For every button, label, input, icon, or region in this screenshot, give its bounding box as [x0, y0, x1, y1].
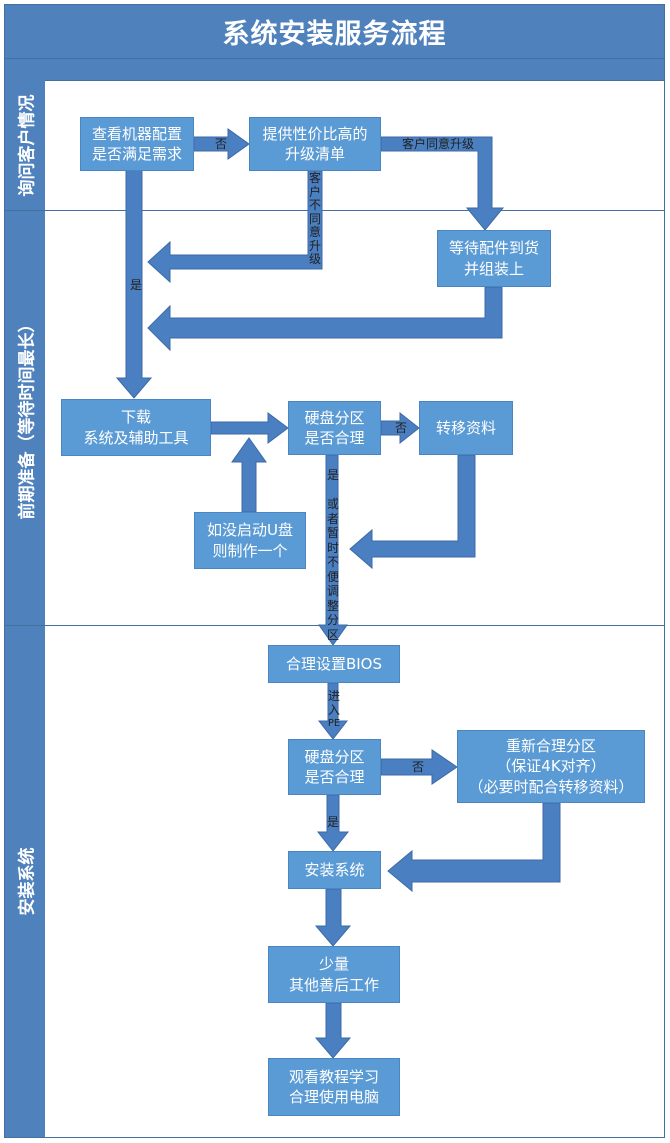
- box-text: 则制作一个: [212, 541, 288, 560]
- label-no: 否: [412, 760, 425, 774]
- box-text: （必要时配合转移资料）: [468, 777, 634, 796]
- box-transfer-data: 转移资料: [419, 401, 513, 455]
- label-no: 否: [215, 137, 228, 151]
- box-install-system: 安装系统: [288, 851, 381, 889]
- box-text: 系统及辅助工具: [83, 428, 189, 447]
- box-text: 硬盘分区: [304, 747, 365, 766]
- label-yes-or-later: 是或者暂时不便调整分区: [326, 468, 339, 642]
- arrow-yes-to-install: [316, 794, 350, 852]
- arrow-yes-to-bios: [318, 454, 348, 646]
- label-customer-agree: 客户同意升级: [402, 137, 475, 151]
- lane-column: [5, 80, 45, 1137]
- box-text: 其他善后工作: [288, 975, 379, 994]
- header-subbar: [5, 58, 664, 80]
- label-customer-disagree: 客户不同意升级: [308, 171, 321, 266]
- label-yes: 是: [130, 278, 143, 292]
- lane-separator: [5, 210, 45, 211]
- box-bios: 合理设置BIOS: [268, 645, 400, 683]
- box-text: 并组装上: [463, 259, 524, 278]
- arrow-transfer-back: [349, 454, 476, 570]
- box-upgrade-list: 提供性价比高的 升级清单: [249, 117, 381, 171]
- arrow-agree-to-wait: [380, 136, 505, 231]
- box-text: 合理设置BIOS: [285, 654, 383, 673]
- box-download: 下载 系统及辅助工具: [61, 399, 211, 456]
- lane-divider: [45, 625, 664, 626]
- arrow-bios-to-partition2: [317, 682, 349, 740]
- box-partition-check-2: 硬盘分区 是否合理: [288, 739, 381, 795]
- box-text: （保证4K对齐）: [496, 757, 606, 776]
- box-text: 如没启动U盘: [207, 521, 293, 540]
- box-repartition: 重新合理分区 （保证4K对齐） （必要时配合转移资料）: [457, 730, 645, 803]
- box-text: 是否合理: [304, 768, 365, 786]
- page-title: 系统安装服务流程: [5, 5, 664, 58]
- arrow-download-to-partition: [210, 412, 289, 444]
- lane-divider: [45, 80, 664, 81]
- box-text: 观看教程学习: [288, 1067, 379, 1086]
- box-text: 安装系统: [304, 860, 365, 879]
- box-text: 等待配件到货: [448, 239, 539, 258]
- box-text: 提供性价比高的: [262, 124, 368, 143]
- label-no: 否: [395, 421, 408, 435]
- arrow-no-to-repartition: [380, 749, 458, 785]
- box-wait-parts: 等待配件到货 并组装上: [437, 230, 551, 287]
- arrow-yes-down: [115, 169, 153, 399]
- box-text: 硬盘分区: [304, 408, 365, 427]
- arrow-usb-up: [231, 437, 267, 513]
- box-text: 转移资料: [435, 418, 496, 437]
- box-make-usb: 如没启动U盘 则制作一个: [194, 512, 306, 569]
- arrow-wait-back: [147, 286, 503, 352]
- arrow-repartition-back: [387, 802, 561, 893]
- box-cleanup: 少量 其他善后工作: [268, 946, 400, 1003]
- box-text: 是否合理: [304, 429, 365, 447]
- box-text: 下载: [120, 408, 151, 427]
- lane-divider: [45, 210, 664, 211]
- arrow-no-to-upgrade: [193, 128, 250, 160]
- box-tutorial: 观看教程学习 合理使用电脑: [268, 1058, 400, 1116]
- arrow-disagree-back: [147, 170, 323, 284]
- box-partition-check-1: 硬盘分区 是否合理: [288, 401, 381, 455]
- arrow-no-to-transfer: [380, 411, 420, 445]
- lane-separator: [5, 625, 45, 626]
- label-yes: 是: [327, 815, 340, 829]
- arrow-cleanup-to-tutorial: [314, 1002, 352, 1059]
- box-text: 少量: [318, 955, 349, 974]
- box-text: 升级清单: [284, 145, 345, 163]
- box-text: 是否满足需求: [91, 145, 182, 163]
- box-check-config: 查看机器配置 是否满足需求: [80, 117, 194, 171]
- arrow-install-to-cleanup: [314, 888, 352, 947]
- box-text: 重新合理分区: [505, 737, 596, 756]
- box-text: 查看机器配置: [91, 124, 182, 143]
- box-text: 合理使用电脑: [288, 1088, 379, 1106]
